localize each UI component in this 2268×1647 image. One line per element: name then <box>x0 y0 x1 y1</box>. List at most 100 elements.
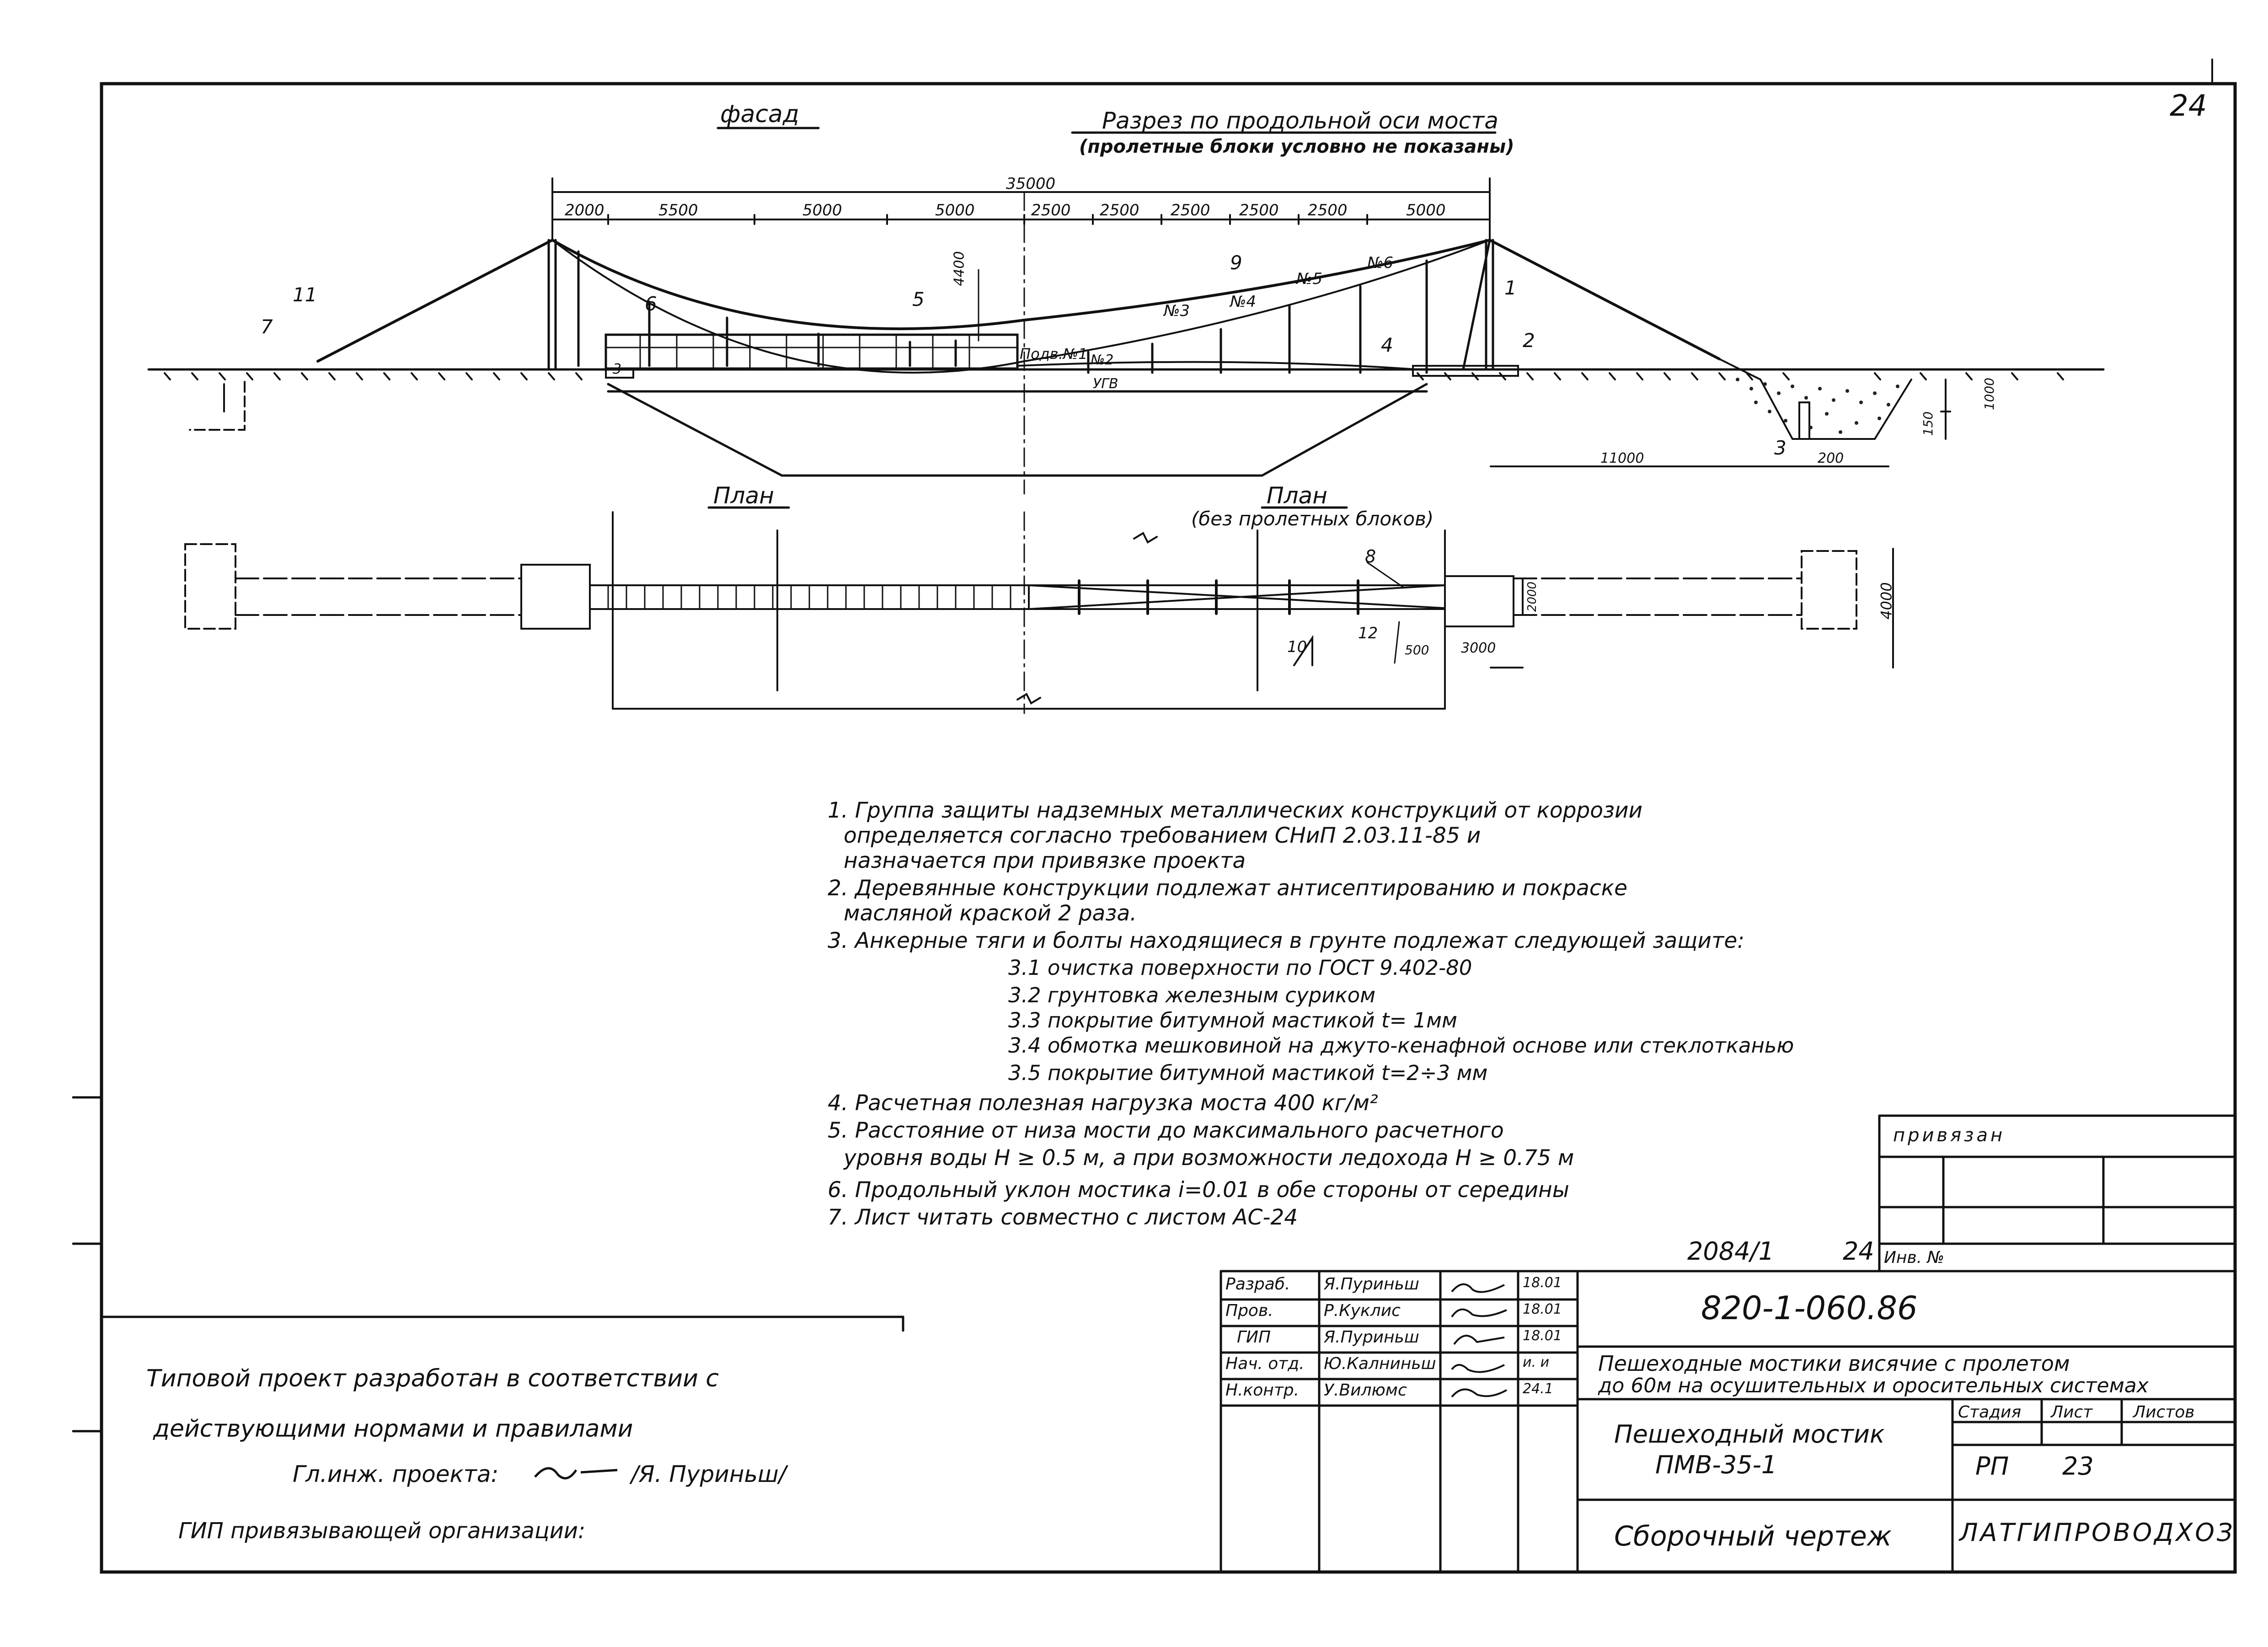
deck-block <box>604 333 1019 370</box>
dim-span-label: 2500 <box>1239 201 1279 219</box>
dim-plan-width: 4000 <box>1878 582 1895 620</box>
dim-plan-c: 500 <box>1405 642 1429 658</box>
callout-4: 4 <box>1381 334 1393 356</box>
signatures <box>1451 1283 1507 1398</box>
project-code: 820-1-060.86 <box>1701 1289 1918 1327</box>
note-6: 6. Продольный уклон мостика i=0.01 в обе… <box>828 1177 1569 1203</box>
dim-span-label: 5000 <box>935 201 975 219</box>
dim-right-top: 1000 <box>1982 377 1997 411</box>
callout-9: 9 <box>1230 251 1242 274</box>
dim-height-label: 4400 <box>951 251 968 286</box>
person-name: Ю.Калниньш <box>1324 1354 1436 1373</box>
callout-7: 7 <box>261 315 273 338</box>
doc-sheet: 24 <box>1843 1237 1874 1266</box>
callout-10: 10 <box>1287 638 1307 656</box>
inventory-label: Инв. № <box>1884 1248 1945 1267</box>
doc-code: 2084/1 <box>1687 1237 1774 1266</box>
hanger-2-label: №2 <box>1091 352 1114 368</box>
person-name: Я.Пуриньш <box>1324 1328 1419 1347</box>
organization-name: ЛАТГИПРОВОДХОЗ <box>1959 1518 2235 1547</box>
callout-2: 2 <box>1523 329 1535 352</box>
note-1b: определяется согласно требованием СНиП 2… <box>844 823 1481 848</box>
callout-12: 12 <box>1358 624 1378 642</box>
approval-line-2: действующими нормами и правилами <box>153 1415 633 1443</box>
person-name: Р.Куклис <box>1324 1301 1401 1320</box>
hanger-1-label: Подв.№1 <box>1020 345 1088 363</box>
hangers <box>577 250 1428 374</box>
dim-plan-b: 3000 <box>1461 640 1496 656</box>
binding-label: привязан <box>1893 1125 2006 1146</box>
hanger-3-label: №3 <box>1164 302 1190 320</box>
person-name: У.Вилюмс <box>1324 1381 1407 1400</box>
dim-total-label: 35000 <box>1006 175 1056 193</box>
project-title-line-2: до 60м на осушительных и оросительных си… <box>1598 1374 2149 1397</box>
person-name: Я.Пуриньш <box>1324 1275 1419 1294</box>
right-anchor-block <box>1801 550 1857 630</box>
dim-right-run: 11000 <box>1600 450 1644 466</box>
section-note: (пролетные блоки условно не показаны) <box>1079 136 1514 157</box>
dim-span-label: 2500 <box>1100 201 1139 219</box>
note-3-2: 3.2 грунтовка железным суриком <box>1008 983 1376 1007</box>
dim-span-label: 5000 <box>802 201 842 219</box>
chief-signature <box>534 1467 618 1480</box>
dim-span-label: 5500 <box>658 201 698 219</box>
dim-span-label: 2500 <box>1031 201 1071 219</box>
dim-ticks <box>551 214 1491 225</box>
role-label: Пров. <box>1225 1301 1273 1320</box>
note-3-5: 3.5 покрытие битумной мастикой t=2÷3 мм <box>1008 1061 1488 1085</box>
note-7: 7. Лист читать совместно с листом АС-24 <box>828 1205 1298 1230</box>
sign-date: 24.1 <box>1523 1381 1553 1397</box>
dim-span-label: 2500 <box>1171 201 1210 219</box>
left-pylon <box>547 239 557 371</box>
object-name-line-1: Пешеходный мостик <box>1614 1420 1885 1449</box>
role-label: Нач. отд. <box>1225 1354 1305 1373</box>
role-label: Н.контр. <box>1225 1381 1300 1400</box>
right-stay <box>1488 239 1721 360</box>
sign-date: 18.01 <box>1523 1328 1562 1344</box>
role-label: ГИП <box>1237 1328 1271 1347</box>
role-label: Разраб. <box>1225 1275 1290 1294</box>
note-1c: назначается при привязке проекта <box>844 848 1246 873</box>
dim-span-label: 2500 <box>1308 201 1348 219</box>
sheet-label: Лист <box>2051 1403 2093 1422</box>
hanger-6-label: №6 <box>1367 254 1393 272</box>
sheet-number-corner: 24 <box>2170 89 2207 123</box>
water-level-label: УГВ <box>1093 376 1118 392</box>
note-2b: масляной краской 2 раза. <box>844 901 1137 926</box>
note-5b: уровня воды H ≥ 0.5 м, а при возможности… <box>844 1145 1574 1171</box>
dim-span-label: 5000 <box>1406 201 1446 219</box>
sheet-value: 23 <box>2062 1452 2094 1481</box>
right-pylon <box>1462 239 1494 371</box>
plan-right-title: План <box>1267 482 1327 509</box>
note-3: 3. Анкерные тяги и болты находящиеся в г… <box>828 928 1745 953</box>
note-3-3: 3.3 покрытие битумной мастикой t= 1мм <box>1008 1008 1458 1032</box>
plan-right-note: (без пролетных блоков) <box>1191 508 1434 530</box>
hanger-4-label: №4 <box>1230 293 1256 311</box>
callout-1: 1 <box>1504 277 1517 299</box>
sheets-label: Листов <box>2133 1403 2195 1422</box>
dim-plan-a: 2000 <box>1525 581 1540 612</box>
dim-right-height: 150 <box>1920 411 1936 436</box>
drawing-name: Сборочный чертеж <box>1614 1520 1892 1552</box>
gravel-fill <box>1736 378 1899 434</box>
section-title: Разрез по продольной оси моста <box>1102 107 1498 134</box>
left-stay <box>316 239 554 363</box>
sign-date: 18.01 <box>1523 1301 1562 1317</box>
plan-left-title: План <box>713 482 774 509</box>
main-cable <box>551 239 1491 331</box>
hanger-5-label: №5 <box>1296 270 1322 288</box>
approval-line-1: Типовой проект разработан в соответствии… <box>146 1365 719 1392</box>
callout-3: 3 <box>1774 437 1787 459</box>
left-anchor-block <box>184 543 236 630</box>
callout-3-left: 3 <box>613 361 622 377</box>
facade-title: фасад <box>720 101 799 128</box>
callout-11: 11 <box>293 283 317 306</box>
sheet-frame <box>100 82 2237 1574</box>
facade-view <box>147 177 2105 495</box>
dim-right-base: 200 <box>1818 450 1844 466</box>
right-bank <box>1718 358 1912 440</box>
gip-binding-label: ГИП привязывающей организации: <box>178 1518 586 1544</box>
stage-label: Стадия <box>1958 1403 2022 1422</box>
note-5: 5. Расстояние от низа мости до максималь… <box>828 1118 1504 1143</box>
